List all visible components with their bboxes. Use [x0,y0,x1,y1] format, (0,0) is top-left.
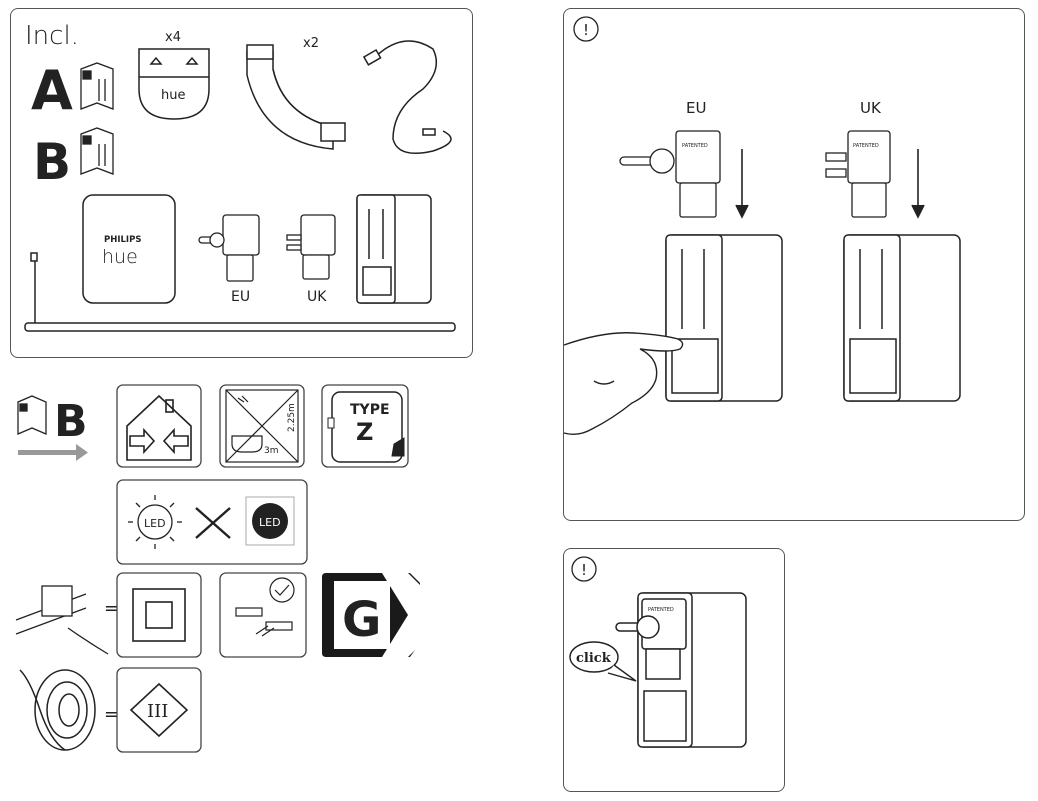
manual-b-reference: B [54,396,88,447]
type-z-tile [321,384,409,468]
protection-class-diamond-icon [129,682,189,738]
click-text: click [576,651,612,666]
type-value: Z [356,418,373,446]
led-left-text: LED [144,517,166,530]
plug-eu-label: EU [231,289,250,305]
included-items-drawing: Incl. A B x4 hue x2 [24,21,456,332]
eu-patented-text: PATENTED [682,143,708,149]
protection-class-text: III [147,701,168,722]
not-crossed-icon [195,507,231,539]
energy-class-badge [322,573,420,657]
equals-sign-1: = [104,598,119,619]
power-adapter-icon [356,194,432,304]
manual-book-icon [17,395,47,435]
uk-plug-icon [825,130,891,218]
manual-a-label: A [31,59,73,122]
click-patented-text: PATENTED [648,607,674,613]
connector-quantity: x2 [303,36,319,51]
equals-sign-2: = [104,704,119,725]
type-label: TYPE [350,402,390,418]
hand-pressing-icon [563,332,684,436]
led-right-text: LED [259,516,281,529]
led-dark-bulb-icon [252,503,288,539]
power-adapter-left-icon [665,234,783,402]
energy-class-letter: G [342,592,381,648]
plug-swap-drawing: ! EU UK PATENTED PATENTED [563,16,961,436]
bathroom-width-label: 3m [264,446,279,456]
warning-symbol: ! [583,21,589,39]
double-insulation-tile [116,572,202,658]
bathroom-distance-icon [225,389,299,463]
click-step-panel: ! PATENTED click [563,548,785,792]
power-adapter-right-icon [843,234,961,402]
clip-quantity: x4 [165,30,181,45]
eu-plug-label: EU [686,99,706,117]
plug-swap-panel: ! EU UK PATENTED PATENTED [563,8,1025,521]
specs-area: B 2.25m 3m TYPE Z LED LED = [15,384,420,753]
click-speech-bubble [569,641,637,682]
wall-socket-icon [15,585,109,655]
arrow-down-icon-2 [911,149,925,219]
brand-text: PHILIPS [104,235,141,245]
booklet-b-icon [80,127,114,175]
arrow-right-icon [18,444,88,461]
double-insulation-icon [132,588,186,642]
power-adapter-click-icon [615,592,747,748]
mounting-clip-icon: hue [138,48,210,120]
included-title: Incl. [25,21,79,51]
power-cable-icon [362,40,452,154]
indoor-house-icon [126,394,192,461]
led-bulb-glow-icon [128,495,182,549]
cable-plug-icon [327,417,405,457]
plug-uk-label: UK [307,289,327,305]
connector-check-icon [235,577,295,637]
warning-circle-icon-2 [571,556,597,582]
eu-plug-adapter-icon [198,214,260,282]
eu-plug-icon [619,130,721,218]
brand-product-text: hue [102,246,138,268]
included-items-panel: Incl. A B x4 hue x2 [10,8,473,358]
connector-tile [219,572,307,658]
clip-hue-text: hue [161,88,185,103]
light-strip-icon [24,252,456,332]
uk-plug-adapter-icon [286,214,336,280]
bathroom-height-label: 2.25m [287,403,297,432]
warning-symbol-2: ! [581,561,587,579]
arrow-down-icon [735,149,749,219]
power-supply-box-icon [82,194,176,304]
light-strip-roll-icon [19,669,96,751]
indoor-use-tile [116,384,202,468]
booklet-a-icon [80,62,114,110]
uk-plug-label: UK [860,99,882,117]
warning-circle-icon [573,16,599,42]
corner-connector-icon [246,44,346,150]
manual-b-label: B [33,133,71,191]
uk-patented-text: PATENTED [853,143,879,149]
click-step-drawing: ! PATENTED click [569,556,747,748]
